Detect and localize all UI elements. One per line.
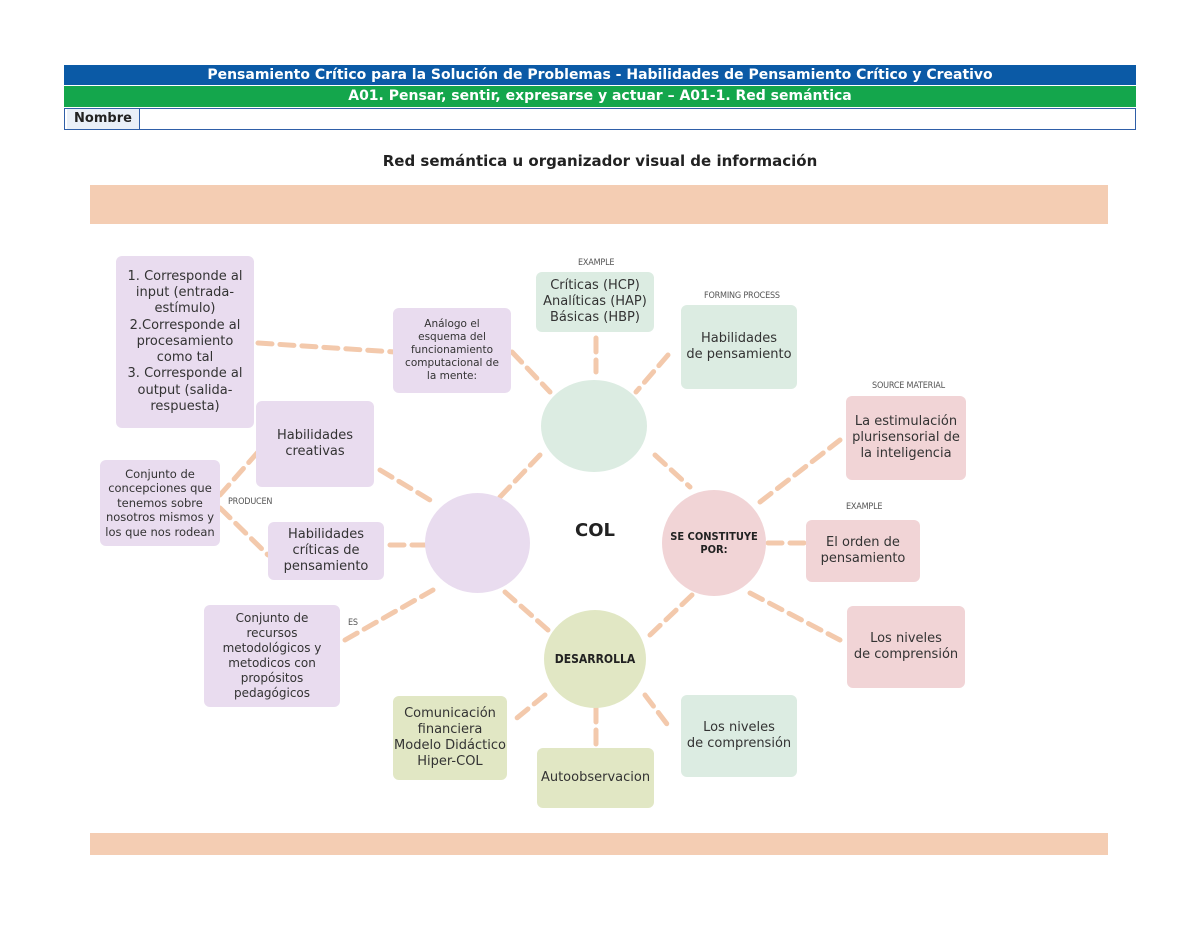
connector — [747, 590, 843, 643]
top-circle — [541, 380, 647, 472]
box-comunicacion: Comunicación financiera Modelo Didáctico… — [393, 696, 507, 780]
box-autoobservacion: Autoobservacion — [537, 748, 654, 808]
box-tipos-habilidades: Críticas (HCP) Analíticas (HAP) Básicas … — [536, 272, 654, 332]
edge-label-source-material: SOURCE MATERIAL — [872, 381, 945, 391]
box-orden-pensamiento: El orden de pensamiento — [806, 520, 920, 582]
connector — [502, 589, 551, 633]
connector — [509, 349, 553, 395]
bottom-circle: DESARROLLA — [544, 610, 646, 708]
left-circle — [425, 493, 530, 593]
connector — [509, 692, 548, 725]
box-habilidades-criticas: Habilidades críticas de pensamiento — [268, 522, 384, 580]
edge-label-producen: PRODUCEN — [228, 497, 273, 507]
center-label: COL — [575, 520, 615, 541]
edge-label-example-right: EXAMPLE — [846, 502, 883, 512]
bottom-decorative-band — [90, 833, 1108, 855]
right-circle: SE CONSTITUYE POR: — [662, 490, 766, 596]
connector — [652, 452, 693, 490]
box-concepciones: Conjunto de concepciones que tenemos sob… — [100, 460, 220, 546]
connector — [255, 340, 398, 355]
box-analogo: Análogo el esquema del funcionamiento co… — [393, 308, 511, 393]
connector — [342, 587, 436, 643]
box-habilidades-pensamiento: Habilidades de pensamiento — [681, 305, 797, 389]
box-recursos: Conjunto de recursos metodológicos y met… — [204, 605, 340, 707]
top-decorative-band — [90, 185, 1108, 224]
connector — [647, 592, 695, 638]
name-label: Nombre — [67, 109, 140, 129]
edge-label-es: ES — [348, 618, 358, 628]
box-estimulacion: La estimulación plurisensorial de la int… — [846, 396, 966, 480]
connector — [497, 452, 543, 500]
connector — [217, 505, 271, 558]
box-niveles-comprension-right: Los niveles de comprensión — [847, 606, 965, 688]
connector — [377, 467, 433, 503]
connector — [757, 437, 843, 505]
edge-label-example: EXAMPLE — [578, 258, 615, 268]
box-habilidades-creativas: Habilidades creativas — [256, 401, 374, 487]
box-niveles-comprension-bottom: Los niveles de comprensión — [681, 695, 797, 777]
page-title: Red semántica u organizador visual de in… — [382, 152, 818, 170]
connector — [217, 449, 261, 498]
edge-label-forming-process: FORMING PROCESS — [704, 291, 780, 301]
box-input-output: 1. Corresponde al input (entrada- estímu… — [116, 256, 254, 428]
connector — [633, 352, 671, 395]
name-row: Nombre — [64, 108, 1136, 130]
activity-title-bar: A01. Pensar, sentir, expresarse y actuar… — [64, 86, 1136, 107]
course-title-bar: Pensamiento Crítico para la Solución de … — [64, 65, 1136, 85]
connector — [642, 692, 673, 731]
